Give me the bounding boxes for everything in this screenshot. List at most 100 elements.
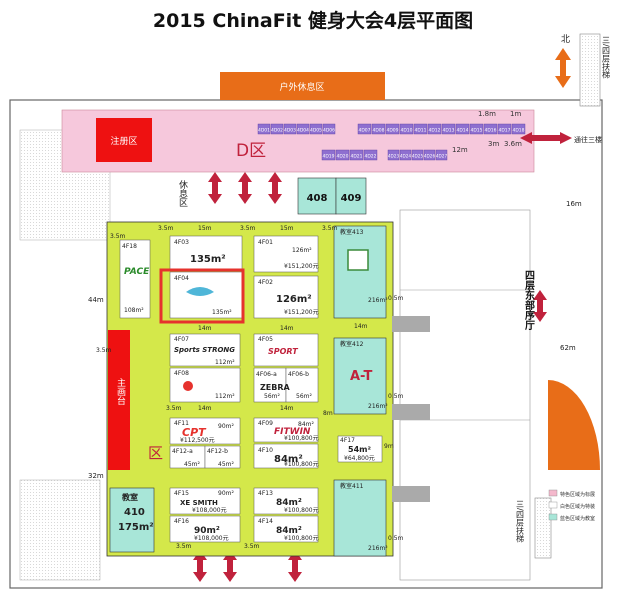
- dim-label: 15m: [280, 225, 294, 232]
- dim-label: 8m: [323, 410, 333, 417]
- booth-blocks: [119, 235, 383, 543]
- brand-at: A-T: [350, 369, 373, 384]
- booth-label: 4F09: [258, 420, 273, 427]
- booth-area: 112m²: [215, 393, 235, 400]
- d-booth: [427, 123, 442, 135]
- dim-label: 14m: [280, 405, 294, 412]
- d-booth: [511, 123, 526, 135]
- dim-label: 3.5m: [166, 405, 182, 412]
- d-booth-label: 4D19: [322, 154, 334, 160]
- booth-area: 126m²: [276, 294, 312, 305]
- booth-price: ¥108,000元: [192, 507, 227, 514]
- corridor: [392, 404, 430, 420]
- dim-label: 16m: [566, 200, 582, 208]
- dim-label: 14m: [280, 325, 294, 332]
- dim-label: 14m: [354, 323, 368, 330]
- booth-4f17: [337, 435, 383, 463]
- d-booth-label: 4D21: [350, 154, 362, 160]
- brand-cpt: CPT: [182, 426, 207, 439]
- booth-label: 4F18: [122, 243, 137, 250]
- brand-zebra: ZEBRA: [260, 383, 291, 392]
- booth-4f07: [169, 333, 241, 367]
- dim-label: 9m: [384, 443, 394, 450]
- dim-label: 12m: [452, 146, 468, 154]
- booth-label: 4F10: [258, 447, 273, 454]
- corridor: [392, 486, 430, 502]
- d-booth-label: 4D07: [358, 128, 370, 134]
- d-booth-label: 4D25: [412, 154, 424, 159]
- d-booth: [469, 123, 484, 135]
- d-booth-label: 4D08: [372, 128, 384, 134]
- d-booth: [357, 123, 372, 135]
- highlight-4f04: [159, 268, 245, 324]
- d-booth: [257, 123, 271, 135]
- room-408-label: 408: [307, 193, 328, 204]
- classroom-label: 教室411: [340, 482, 364, 490]
- dim-label: 15m: [198, 225, 212, 232]
- entry-arrow-icon: [288, 550, 302, 582]
- escalator-bottom-label: 三/四层扶梯: [516, 500, 525, 544]
- booth-price: ¥100,800元: [284, 461, 319, 468]
- booth-label: 4F06-a: [256, 371, 277, 378]
- dim-label: 3.5m: [176, 543, 192, 550]
- entry-arrow-icon: [208, 172, 222, 204]
- booth-4f05: [253, 333, 319, 367]
- d-booth: [411, 149, 424, 161]
- d-booth-label: 4D10: [400, 128, 412, 134]
- dim-label: 14m: [198, 325, 212, 332]
- escalator-top-label: 三/四层扶梯: [602, 36, 611, 80]
- d-booth: [399, 123, 414, 135]
- ramp-area: [548, 380, 600, 470]
- classroom-label: 教室413: [340, 228, 364, 236]
- d-booth: [349, 149, 364, 161]
- plan-title: 2015 ChinaFit 健身大会4层平面图: [152, 10, 474, 32]
- booth-price: ¥112,500元: [180, 437, 215, 444]
- d-booth: [321, 149, 336, 161]
- d-booth: [363, 149, 378, 161]
- d-booth: [399, 149, 412, 161]
- booth-4f09: [253, 417, 319, 443]
- d-booth: [435, 149, 448, 161]
- booth-price: ¥100,800元: [284, 507, 319, 514]
- entry-arrow-icon: [193, 550, 207, 582]
- d-booth: [322, 123, 336, 135]
- booth-area: 90m²: [218, 490, 234, 497]
- booth-area: 112m²: [215, 359, 235, 366]
- classroom-label: 教室412: [340, 340, 364, 348]
- d-booth: [441, 123, 456, 135]
- booth-label: 4F07: [174, 336, 189, 343]
- dim-label: 62m: [560, 344, 576, 352]
- booth-4f12b: [204, 445, 241, 469]
- booth-4f14: [253, 515, 319, 543]
- d-booth-label: 4D14: [456, 128, 468, 134]
- d-booth-label: 4D20: [336, 154, 348, 160]
- booth-label: 4F08: [174, 370, 189, 377]
- d-booth-label: 4D11: [414, 128, 426, 134]
- booth-price: ¥151,200元: [284, 263, 319, 270]
- booth-area: 90m²: [194, 526, 220, 536]
- d-booth: [283, 123, 297, 135]
- booth-area: 84m²: [298, 421, 314, 428]
- d-booth: [497, 123, 512, 135]
- d-booth-label: 4D05: [310, 128, 322, 134]
- booth-area: 54m²: [348, 445, 371, 454]
- d-booth: [335, 149, 350, 161]
- booth-price: ¥108,000元: [194, 535, 229, 542]
- booth-label: 4F14: [258, 518, 273, 525]
- booth-label: 4F16: [174, 518, 189, 525]
- booth-label: 4F17: [340, 437, 355, 444]
- booth-label: 4F03: [174, 239, 189, 246]
- classroom-410: [109, 487, 155, 553]
- classroom-412: [333, 337, 387, 415]
- booth-label: 4F12-b: [207, 448, 228, 455]
- booth-label: 4F02: [258, 279, 273, 286]
- booth-area: 56m²: [296, 393, 312, 400]
- booth-area: 135m²: [190, 254, 226, 265]
- east-wall: [399, 209, 531, 581]
- dim-label: 1.8m: [478, 110, 496, 118]
- registration-area: [96, 118, 152, 162]
- dim-label: 3.5m: [244, 543, 260, 550]
